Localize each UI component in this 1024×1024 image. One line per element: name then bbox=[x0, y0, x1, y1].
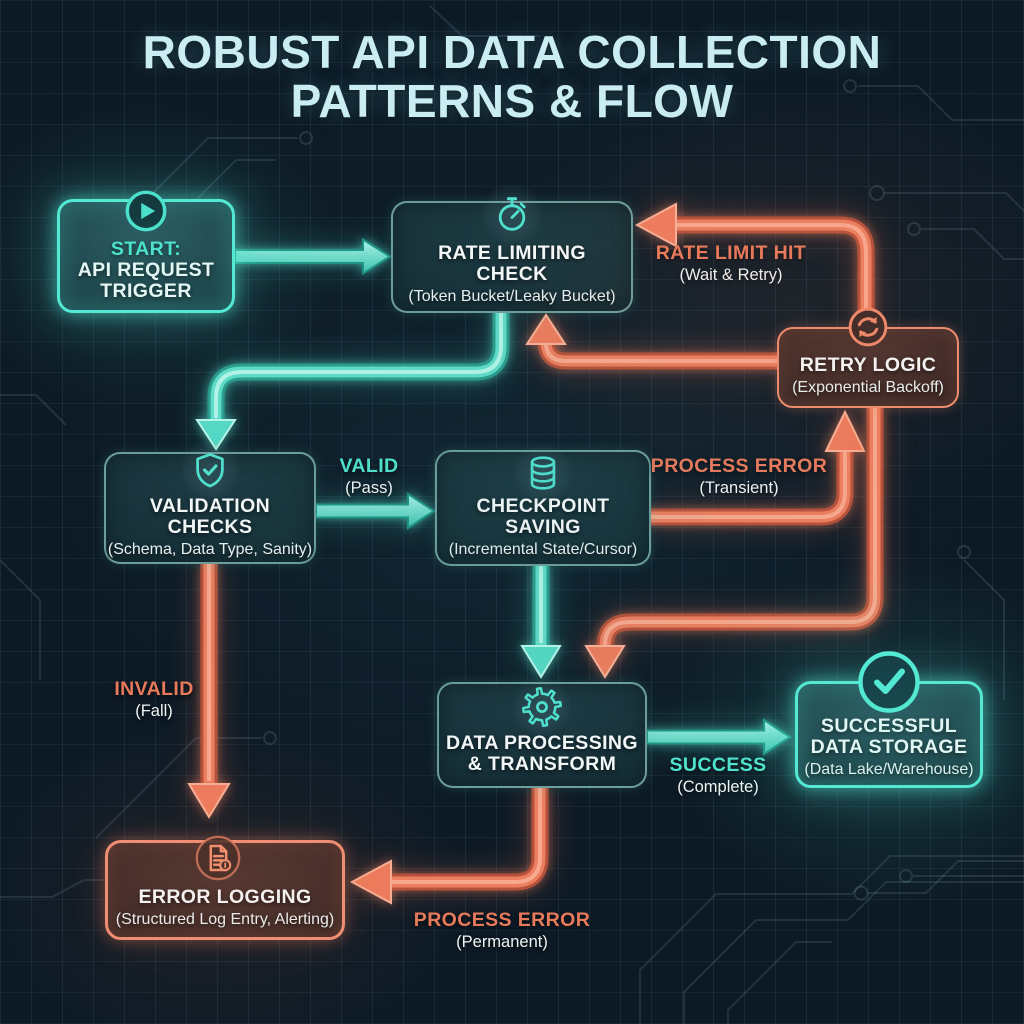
node-processing-text: DATA PROCESSING & TRANSFORM bbox=[446, 732, 638, 775]
node-retry[interactable]: RETRY LOGIC (Exponential Backoff) bbox=[777, 307, 959, 408]
node-rate-limit-text: RATE LIMITING CHECK (Token Bucket/Leaky … bbox=[408, 242, 616, 306]
edge-checkpoint-to-processing bbox=[520, 563, 562, 679]
shield-check-icon bbox=[188, 448, 232, 497]
edge-rate-limit-to-validation bbox=[195, 308, 510, 451]
edge-validation-to-checkpoint bbox=[315, 492, 436, 530]
label-process-error-transient: PROCESS ERROR (Transient) bbox=[650, 455, 828, 497]
page-title-line2: PATTERNS & FLOW bbox=[290, 75, 734, 127]
edge-retry-to-rate-limit-bottom bbox=[525, 313, 778, 370]
log-file-icon bbox=[193, 833, 243, 888]
node-retry-text: RETRY LOGIC (Exponential Backoff) bbox=[792, 354, 944, 397]
page-title-line1: ROBUST API DATA COLLECTION bbox=[142, 26, 882, 78]
edge-processing-to-error-logging bbox=[349, 787, 549, 905]
node-start-text: START: API REQUEST TRIGGER bbox=[77, 238, 215, 302]
label-rate-limit-hit: RATE LIMIT HIT (Wait & Retry) bbox=[655, 242, 807, 284]
check-circle-icon bbox=[855, 648, 923, 721]
edge-processing-to-storage bbox=[646, 718, 792, 756]
node-error-logging[interactable]: ERROR LOGGING (Structured Log Entry, Ale… bbox=[105, 835, 345, 940]
node-processing[interactable]: DATA PROCESSING & TRANSFORM bbox=[437, 677, 647, 788]
edge-validation-to-error-logging bbox=[187, 561, 231, 819]
database-icon bbox=[522, 452, 564, 499]
node-start[interactable]: START: API REQUEST TRIGGER bbox=[57, 190, 235, 313]
node-checkpoint-text: CHECKPOINT SAVING (Incremental State/Cur… bbox=[448, 495, 638, 559]
page-title: ROBUST API DATA COLLECTION PATTERNS & FL… bbox=[0, 28, 1024, 126]
edge-start-to-rate-limit bbox=[234, 237, 392, 276]
node-error-logging-text: ERROR LOGGING (Structured Log Entry, Ale… bbox=[115, 886, 335, 929]
label-valid: VALID (Pass) bbox=[339, 455, 399, 497]
node-validation-text: VALIDATION CHECKS (Schema, Data Type, Sa… bbox=[107, 495, 313, 559]
sync-icon bbox=[846, 305, 890, 354]
play-icon bbox=[123, 188, 169, 239]
gear-icon bbox=[520, 685, 564, 734]
node-checkpoint[interactable]: CHECKPOINT SAVING (Incremental State/Cur… bbox=[435, 443, 651, 566]
label-invalid: INVALID (Fall) bbox=[114, 678, 194, 720]
node-rate-limit[interactable]: RATE LIMITING CHECK (Token Bucket/Leaky … bbox=[391, 182, 633, 313]
node-validation[interactable]: VALIDATION CHECKS (Schema, Data Type, Sa… bbox=[104, 440, 316, 564]
stopwatch-icon bbox=[491, 193, 533, 240]
label-success: SUCCESS (Complete) bbox=[669, 754, 767, 796]
label-process-error-permanent: PROCESS ERROR (Permanent) bbox=[413, 909, 591, 951]
node-storage[interactable]: SUCCESSFUL DATA STORAGE (Data Lake/Wareh… bbox=[795, 651, 983, 788]
node-storage-text: SUCCESSFUL DATA STORAGE (Data Lake/Wareh… bbox=[804, 715, 974, 779]
